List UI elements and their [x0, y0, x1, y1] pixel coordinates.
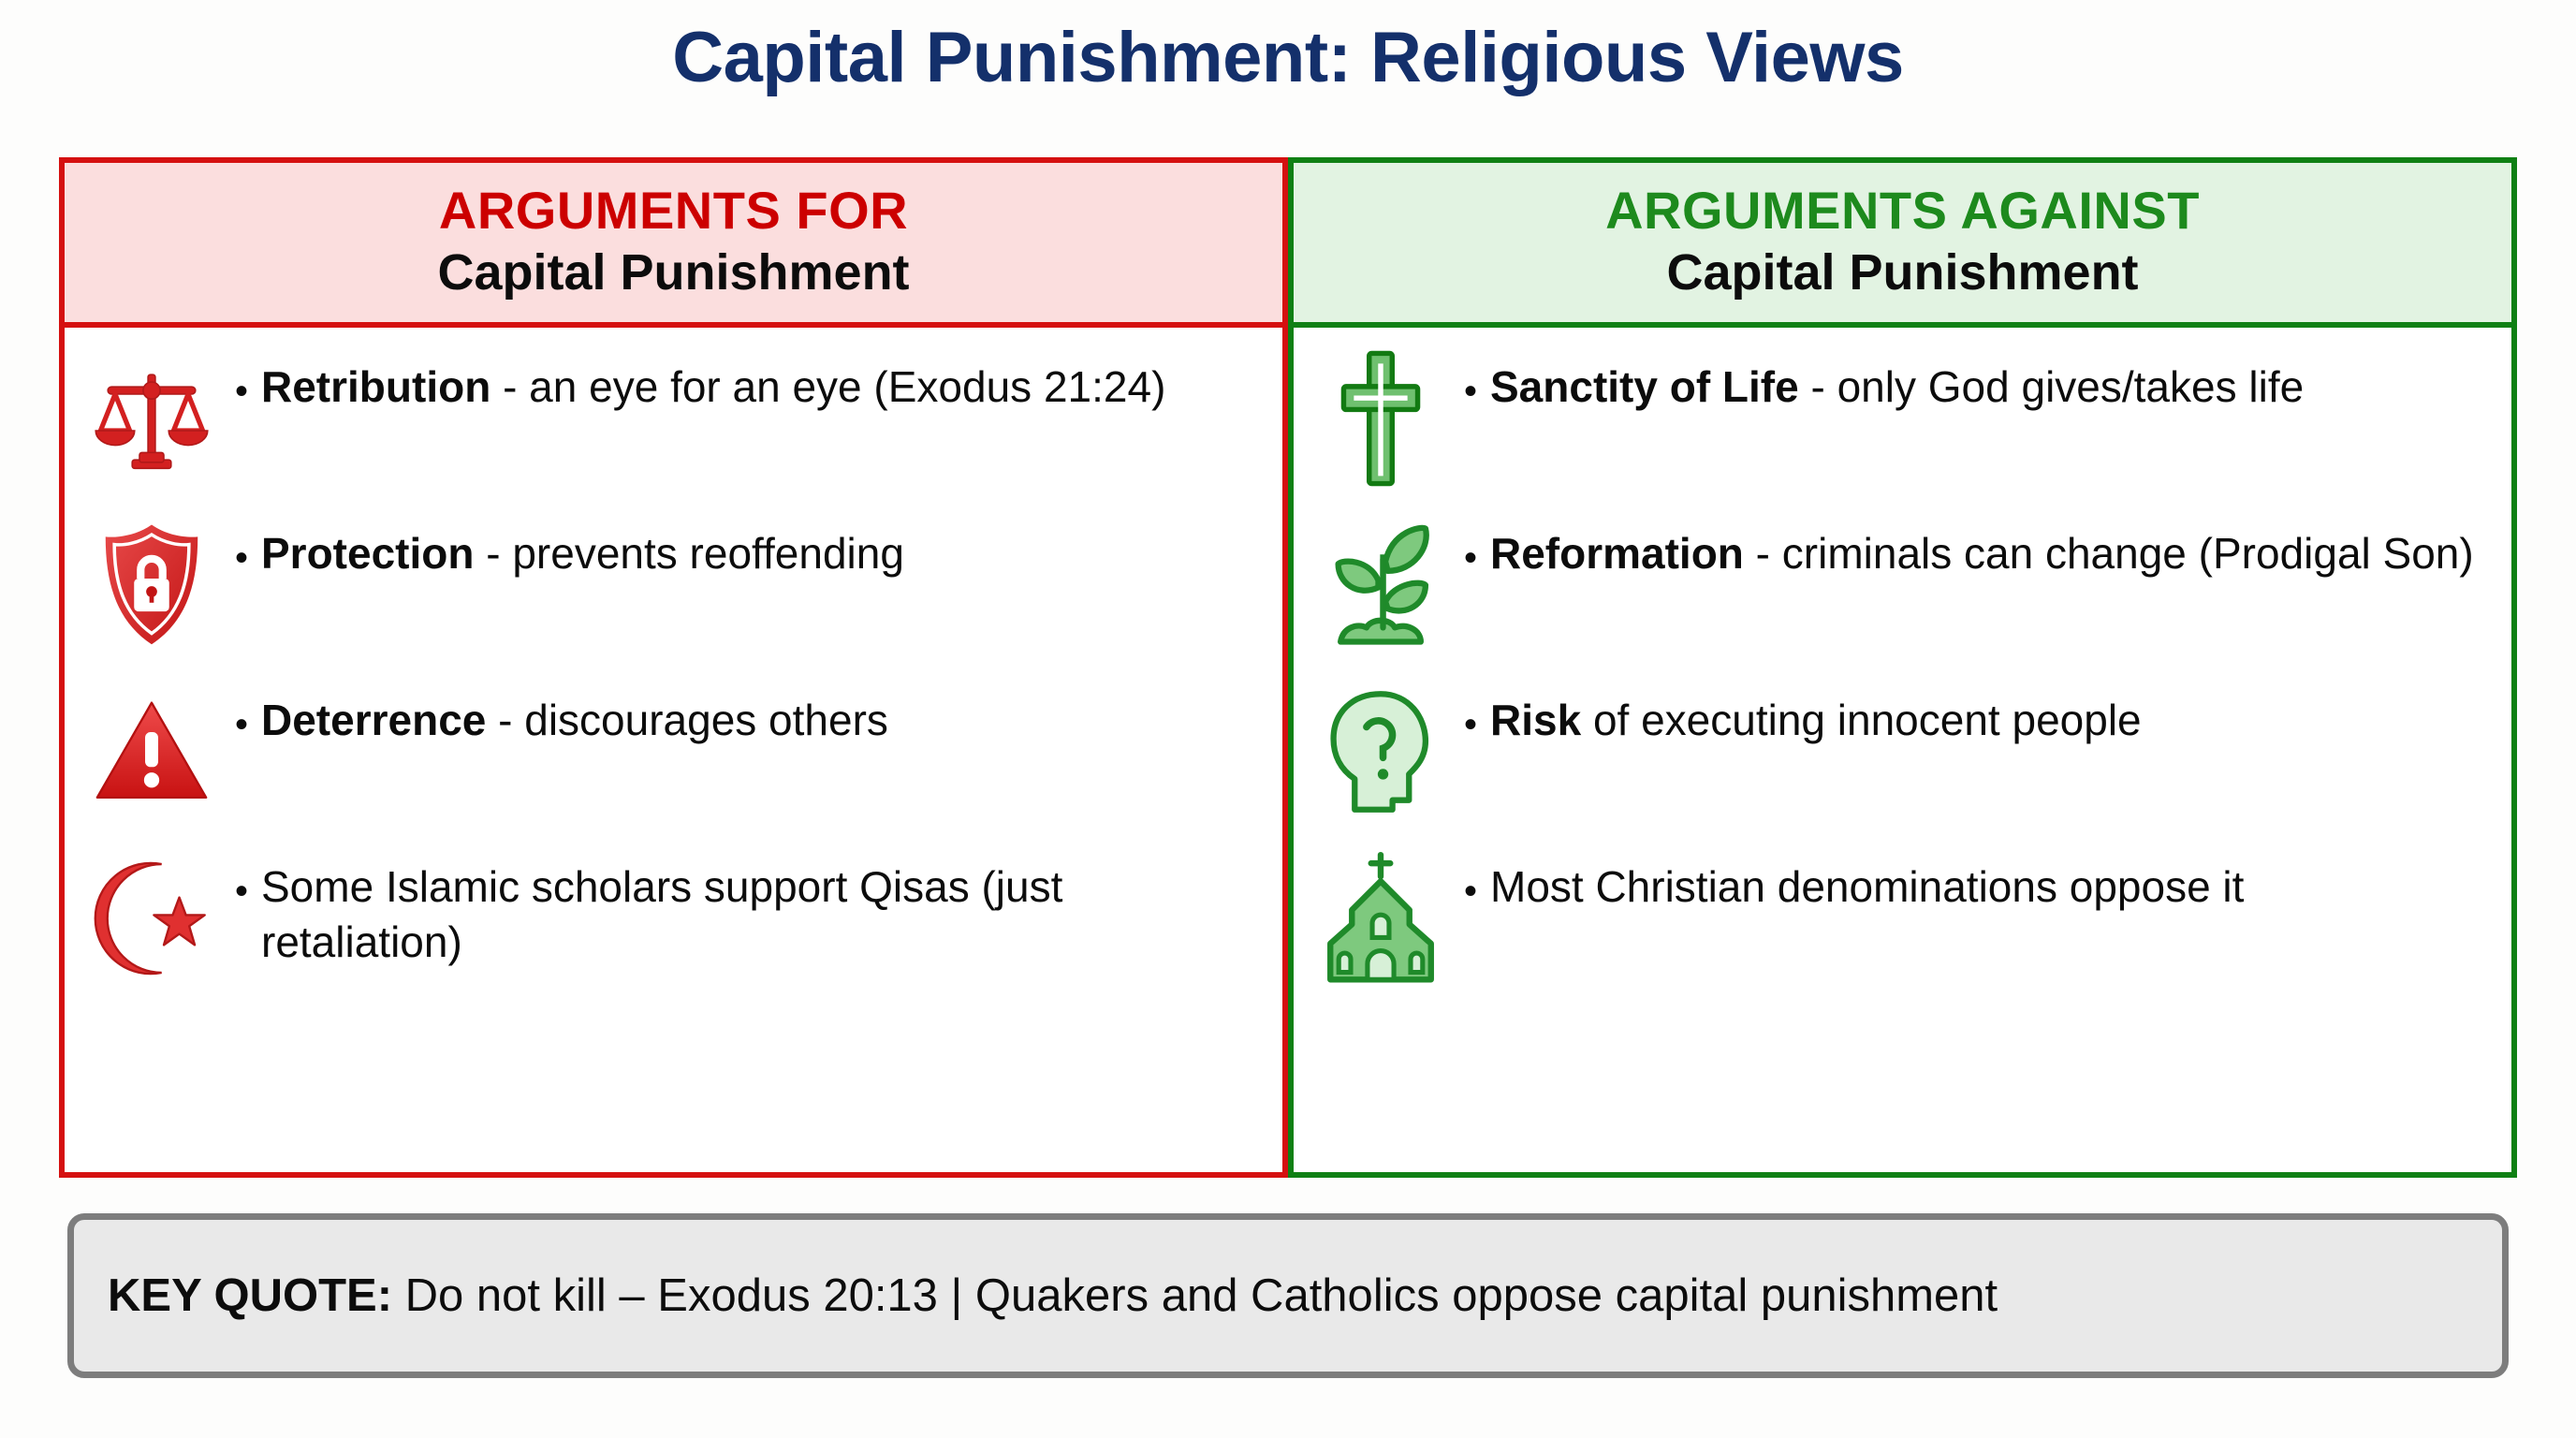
- list-item-detail: of executing innocent people: [1581, 695, 2142, 744]
- list-item-detail: - criminals can change (Prodigal Son): [1743, 528, 2474, 578]
- list-item-text: Protection - prevents reoffending: [261, 515, 1266, 581]
- list-item-detail: - prevents reoffending: [474, 528, 904, 578]
- list-item: • Most Christian denominations oppose it: [1310, 848, 2495, 1009]
- list-item-detail: - an eye for an eye (Exodus 21:24): [490, 361, 1166, 411]
- head-question-icon: [1310, 682, 1451, 822]
- key-quote-label: KEY QUOTE:: [108, 1269, 393, 1321]
- panel-for-heading-secondary: Capital Punishment: [437, 243, 910, 301]
- panel-arguments-against: ARGUMENTS AGAINST Capital Punishment: [1288, 157, 2517, 1178]
- church-icon: [1310, 848, 1451, 989]
- key-quote-box: KEY QUOTE: Do not kill – Exodus 20:13 | …: [67, 1213, 2509, 1378]
- christian-cross-icon: [1310, 348, 1451, 489]
- list-item-term: Protection: [261, 528, 475, 578]
- bullet-marker: •: [234, 870, 248, 912]
- bullet-marker: •: [1463, 536, 1477, 579]
- list-item: • Reformation - criminals can change (Pr…: [1310, 515, 2495, 676]
- list-item-term: Retribution: [261, 361, 491, 411]
- list-item-text: Reformation - criminals can change (Prod…: [1490, 515, 2495, 581]
- list-item: • Deterrence - discourages others: [81, 682, 1266, 843]
- list-item-detail: - only God gives/takes life: [1798, 361, 2305, 411]
- panel-for-items: • Retribution - an eye for an eye (Exodu…: [65, 328, 1282, 1172]
- list-item-detail: Most Christian denominations oppose it: [1490, 861, 2245, 911]
- bullet-marker: •: [1463, 370, 1477, 412]
- list-item-detail: Some Islamic scholars support Qisas (jus…: [261, 861, 1063, 966]
- list-item-text: Deterrence - discourages others: [261, 682, 1266, 748]
- key-quote-text: KEY QUOTE: Do not kill – Exodus 20:13 | …: [108, 1269, 1998, 1324]
- list-item-text: Retribution - an eye for an eye (Exodus …: [261, 348, 1266, 415]
- list-item: • Some Islamic scholars support Qisas (j…: [81, 848, 1266, 1009]
- list-item-text: Sanctity of Life - only God gives/takes …: [1490, 348, 2495, 415]
- panel-against-items: • Sanctity of Life - only God gives/take…: [1294, 328, 2511, 1172]
- panel-for-header: ARGUMENTS FOR Capital Punishment: [65, 163, 1282, 328]
- panel-against-header: ARGUMENTS AGAINST Capital Punishment: [1294, 163, 2511, 328]
- seedling-icon: [1310, 515, 1451, 655]
- arguments-columns: ARGUMENTS FOR Capital Punishment: [59, 157, 2517, 1178]
- panel-against-heading-primary: ARGUMENTS AGAINST: [1605, 181, 2200, 240]
- list-item-text: Risk of executing innocent people: [1490, 682, 2495, 748]
- list-item-term: Deterrence: [261, 695, 487, 744]
- bullet-marker: •: [1463, 870, 1477, 912]
- warning-triangle-icon: [81, 682, 222, 822]
- shield-lock-icon: [81, 515, 222, 655]
- bullet-marker: •: [234, 703, 248, 745]
- crescent-star-icon: [81, 848, 222, 989]
- list-item: • Retribution - an eye for an eye (Exodu…: [81, 348, 1266, 509]
- panel-for-heading-primary: ARGUMENTS FOR: [438, 181, 909, 240]
- list-item-text: Most Christian denominations oppose it: [1490, 848, 2495, 915]
- panel-arguments-for: ARGUMENTS FOR Capital Punishment: [59, 157, 1288, 1178]
- bullet-marker: •: [234, 536, 248, 579]
- page-title: Capital Punishment: Religious Views: [672, 18, 1904, 97]
- list-item-term: Sanctity of Life: [1490, 361, 1799, 411]
- list-item-detail: - discourages others: [486, 695, 888, 744]
- bullet-marker: •: [234, 370, 248, 412]
- list-item: • Risk of executing innocent people: [1310, 682, 2495, 843]
- panel-against-heading-secondary: Capital Punishment: [1666, 243, 2139, 301]
- list-item: • Sanctity of Life - only God gives/take…: [1310, 348, 2495, 509]
- scales-of-justice-icon: [81, 348, 222, 489]
- list-item-text: Some Islamic scholars support Qisas (jus…: [261, 848, 1266, 970]
- bullet-marker: •: [1463, 703, 1477, 745]
- list-item: • Protection - prevents reoffending: [81, 515, 1266, 676]
- key-quote-body: Do not kill – Exodus 20:13 | Quakers and…: [392, 1269, 1998, 1321]
- list-item-term: Reformation: [1490, 528, 1744, 578]
- list-item-term: Risk: [1490, 695, 1582, 744]
